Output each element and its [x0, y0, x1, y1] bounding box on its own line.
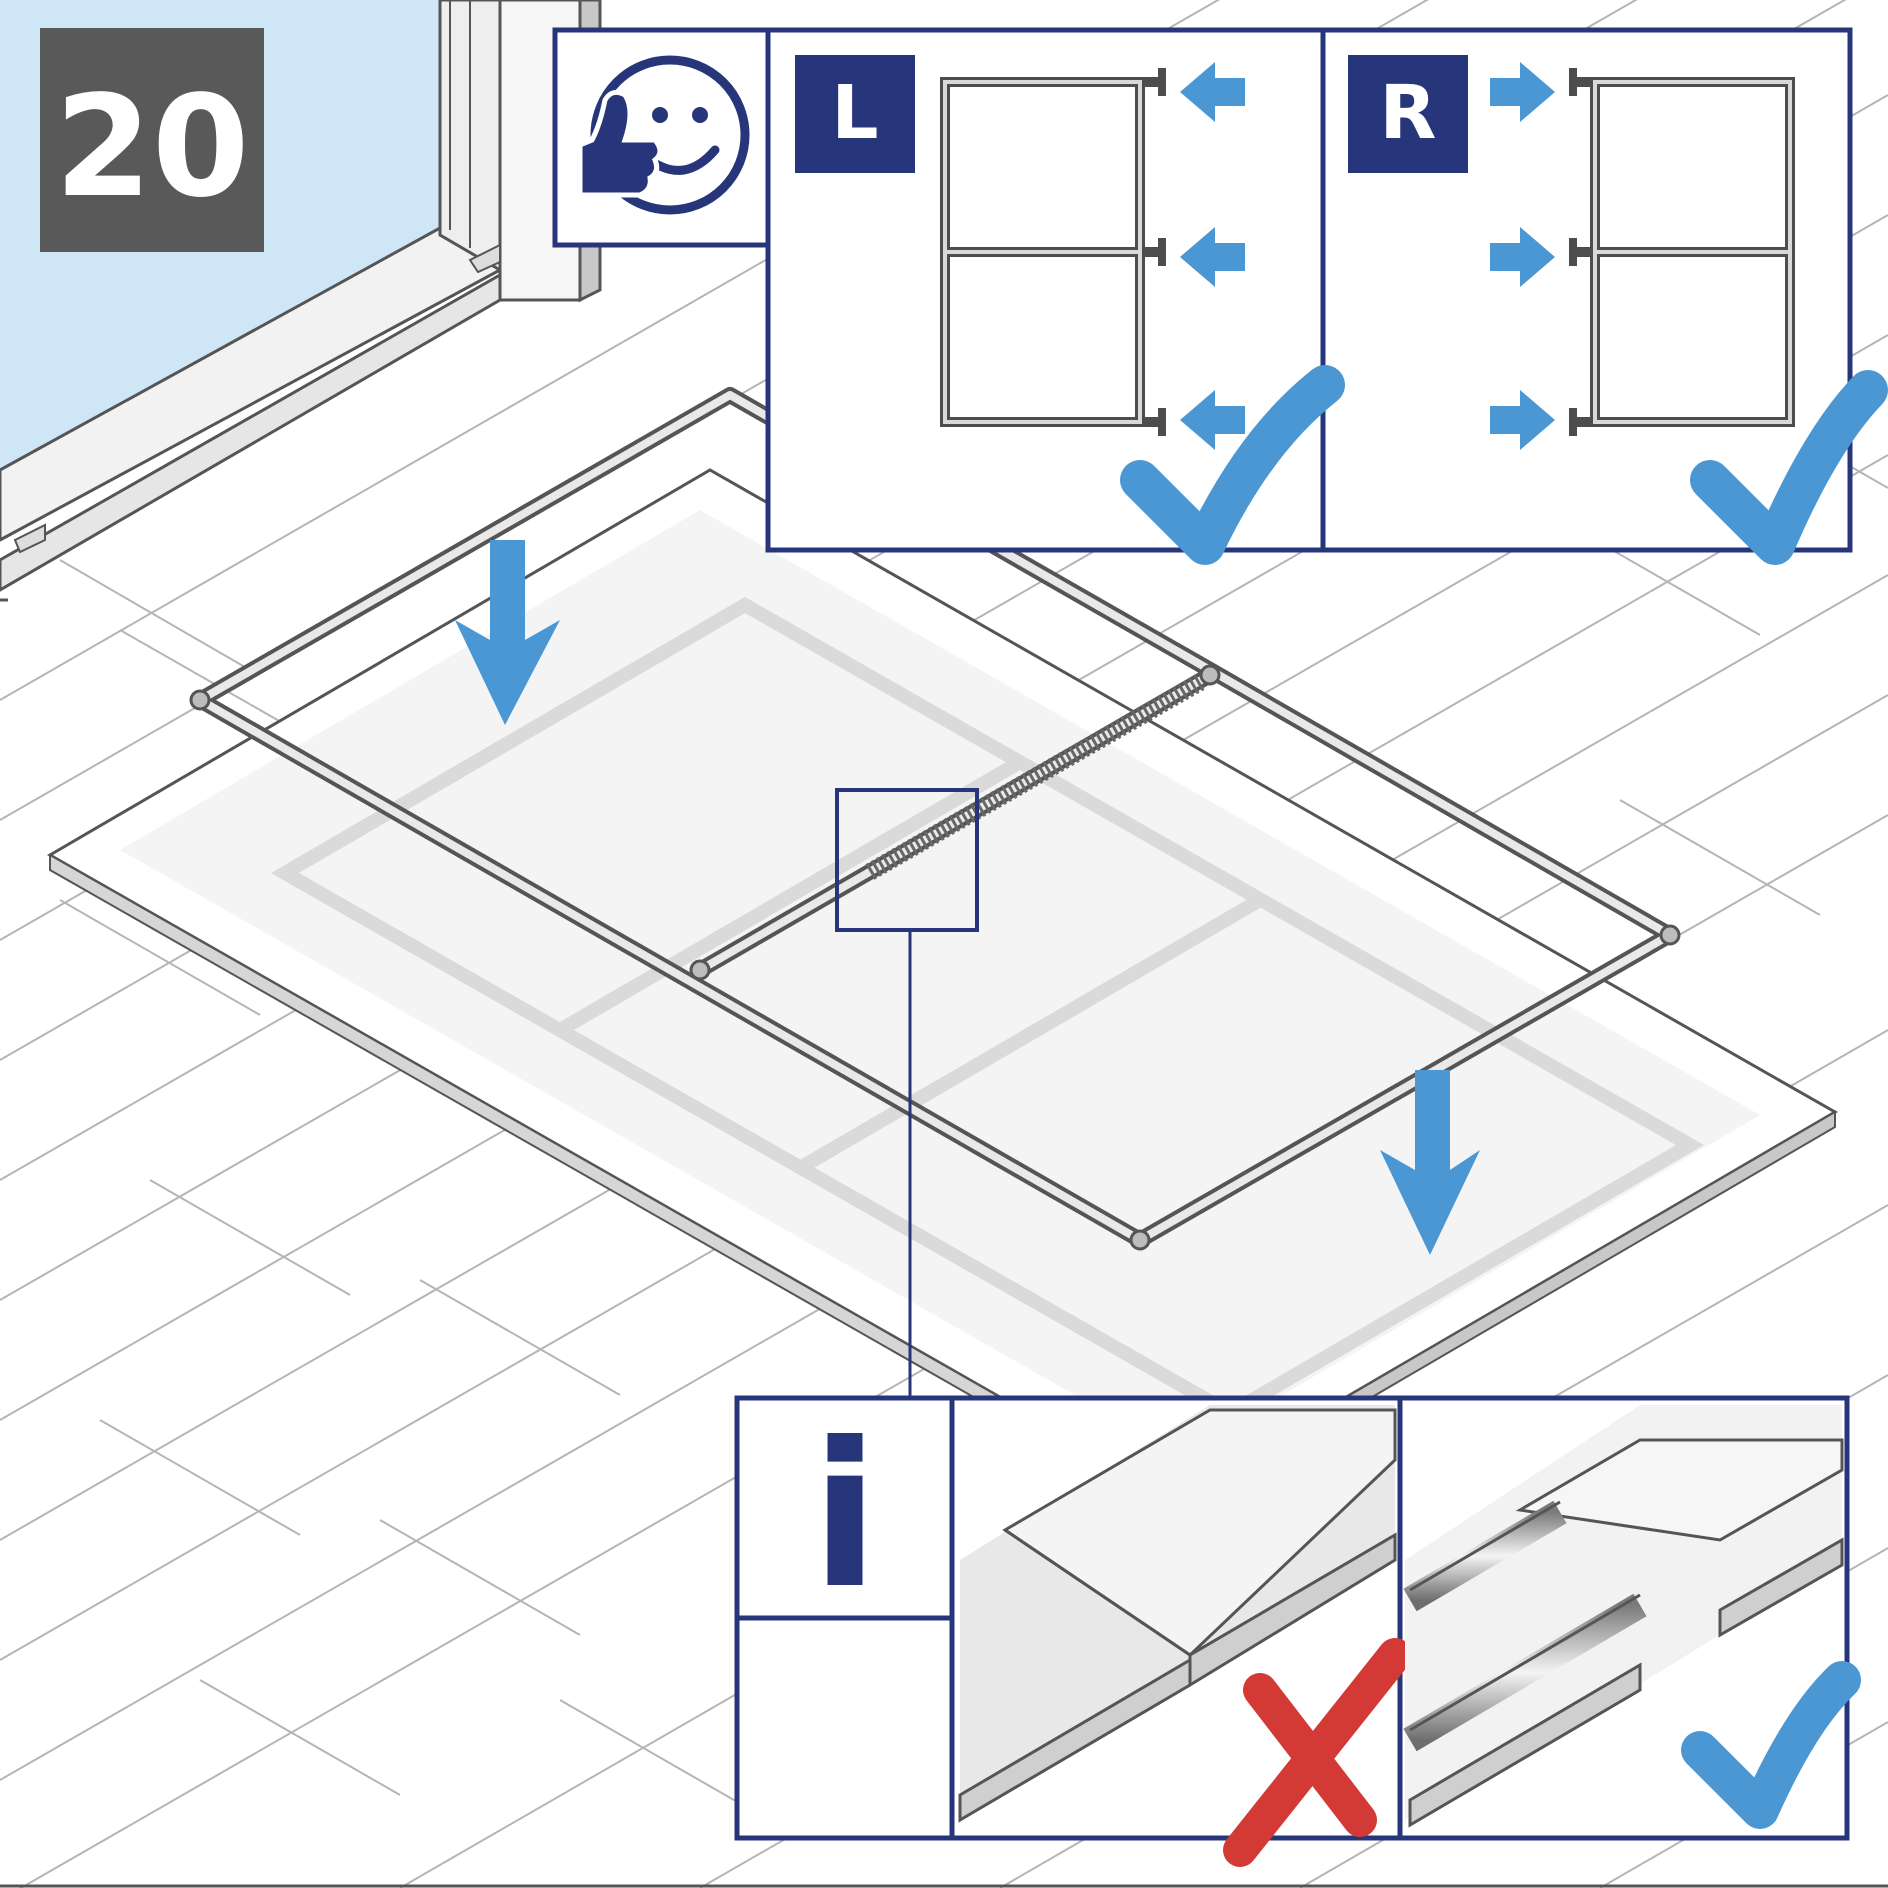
- info-panel: i: [734, 1395, 1861, 1867]
- info-icon: i: [811, 1400, 880, 1633]
- zoom-marker: [835, 788, 979, 932]
- aluminium-frame: [189, 387, 1681, 1251]
- cross-icon: [1223, 1638, 1412, 1867]
- push-right-arrow-icon: [1490, 62, 1555, 450]
- check-icon: [1681, 1661, 1861, 1829]
- step-badge: 20: [40, 28, 264, 252]
- svg-text:i: i: [811, 1400, 880, 1633]
- variant-left: L: [795, 55, 1345, 565]
- wrong-joint-detail: [958, 1405, 1412, 1867]
- shower-tray: [46, 468, 1839, 1514]
- push-left-arrow-icon: [1180, 62, 1245, 450]
- check-icon: [1120, 365, 1345, 565]
- down-arrow-icon: [455, 540, 560, 725]
- orientation-panel: L: [552, 27, 1888, 565]
- variant-label-r: R: [1380, 70, 1437, 156]
- step-number: 20: [55, 66, 250, 229]
- correct-joint-detail: [1403, 1405, 1861, 1829]
- variant-right: R: [1348, 55, 1888, 565]
- thumbs-up-smiley-icon: [577, 55, 750, 215]
- variant-label-l: L: [831, 70, 878, 156]
- check-icon: [1690, 370, 1888, 565]
- down-arrow-icon: [1380, 1070, 1480, 1255]
